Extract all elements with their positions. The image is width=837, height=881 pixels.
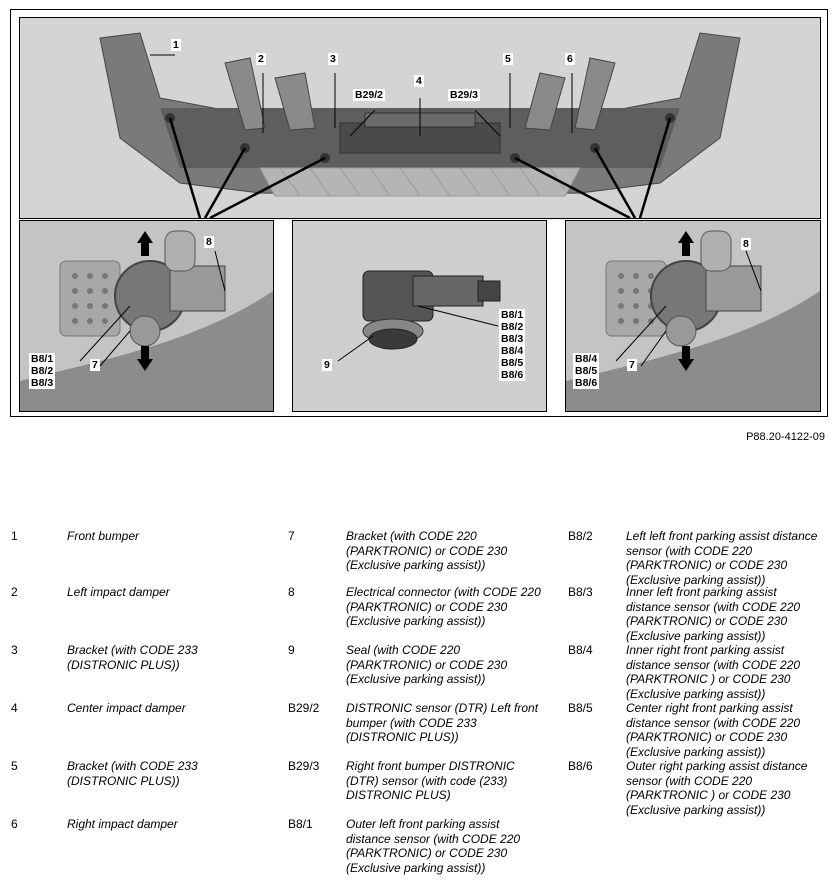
bumper-figure: 1 2 3 4 5 6 B29/2 B29/3 8 [10,9,828,417]
right-callout-b8-4: B8/4 [573,353,600,365]
center-callout-9: 9 [322,359,332,371]
legend-item-text: Center right front parking assist distan… [626,701,801,759]
left-callout-b8-3: B8/3 [29,377,56,389]
legend-item-number: 1 [11,529,18,543]
left-callout-b8-2: B8/2 [29,365,56,377]
left-callout-b8-1: B8/1 [29,353,56,365]
callout-1: 1 [171,39,181,51]
callout-2: 2 [256,53,266,65]
legend-item-text: Front bumper [67,529,140,543]
legend-item-text: Inner left front parking assist distance… [626,585,801,643]
legend-item-number: B29/3 [288,759,320,773]
legend-item-text: Outer left front parking assist distance… [346,817,521,875]
callout-3: 3 [328,53,338,65]
legend-item-text: Center impact damper [67,701,186,715]
center-callout-b8-6: B8/6 [499,369,526,381]
legend-item-number: 4 [11,701,18,715]
right-callout-b8-6: B8/6 [573,377,600,389]
figure-id: P88.20-4122-09 [746,431,825,443]
legend-item-text: Electrical connector (with CODE 220 (PAR… [346,585,541,628]
legend-item-number: B8/2 [568,529,593,543]
legend-item-number: 3 [11,643,18,657]
legend-item-text: Bracket (with CODE 220 (PARKTRONIC) or C… [346,529,508,572]
right-callout-7: 7 [627,359,637,371]
legend-item-number: B8/4 [568,643,593,657]
center-callout-b8-1: B8/1 [499,309,526,321]
legend-item-text: Right front bumper DISTRONIC (DTR) senso… [346,759,515,802]
legend-item-number: 2 [11,585,18,599]
legend-item-number: B8/3 [568,585,593,599]
legend-item-text: Inner right front parking assist distanc… [626,643,801,701]
callout-4: 4 [414,75,424,87]
legend-item-number: B8/1 [288,817,313,831]
legend-item-text: Bracket (with CODE 233 (DISTRONIC PLUS)) [67,759,198,788]
right-sensor-illustration [566,221,820,411]
right-sensor-detail [565,220,821,412]
left-callout-8: 8 [204,236,214,248]
legend-item-text: DISTRONIC sensor (DTR) Left front bumper… [346,701,539,744]
legend-item-number: 8 [288,585,295,599]
legend-item-number: B8/6 [568,759,593,773]
legend-item-number: 5 [11,759,18,773]
legend-item-text: Bracket (with CODE 233 (DISTRONIC PLUS)) [67,643,198,672]
legend-item-number: 7 [288,529,295,543]
legend-item-number: 6 [11,817,18,831]
center-callout-b8-3: B8/3 [499,333,526,345]
left-callout-7: 7 [90,359,100,371]
legend-item-text: Right impact damper [67,817,178,831]
legend-item-number: B29/2 [288,701,320,715]
left-sensor-detail [19,220,274,412]
right-callout-b8-5: B8/5 [573,365,600,377]
legend-item-text: Outer right parking assist distance sens… [626,759,808,817]
legend-item-number: 9 [288,643,295,657]
right-callout-8: 8 [741,238,751,250]
bumper-photo [19,17,821,219]
center-callout-b8-2: B8/2 [499,321,526,333]
legend-item-text: Left left front parking assist distance … [626,529,818,587]
legend-item-text: Seal (with CODE 220 (PARKTRONIC) or CODE… [346,643,508,686]
center-callout-b8-5: B8/5 [499,357,526,369]
callout-5: 5 [503,53,513,65]
legend-item-number: B8/5 [568,701,593,715]
callout-b29-3: B29/3 [448,89,481,101]
left-sensor-illustration [20,221,273,411]
center-callout-b8-4: B8/4 [499,345,526,357]
callout-b29-2: B29/2 [353,89,386,101]
bumper-illustration [20,18,820,218]
callout-6: 6 [565,53,575,65]
legend-item-text: Left impact damper [67,585,170,599]
